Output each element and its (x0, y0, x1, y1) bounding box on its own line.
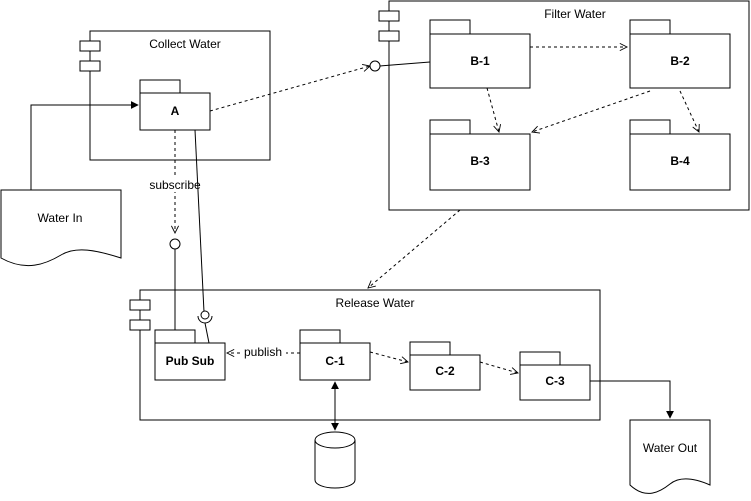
edge-a-to-pubsub-socket (194, 129, 205, 313)
component-collect-water-title: Collect Water (149, 37, 221, 51)
edge-a-to-b1-interface (209, 66, 370, 112)
component-filter-water-title: Filter Water (544, 7, 606, 21)
document-water-in-label: Water In (38, 211, 83, 225)
package-c2[interactable]: C-2 (409, 341, 481, 391)
package-b4[interactable]: B-4 (629, 119, 731, 191)
document-water-out[interactable]: Water Out (629, 419, 711, 494)
svg-text:Pub Sub: Pub Sub (166, 354, 215, 368)
edge-c3-to-water-out (590, 380, 674, 419)
package-b1[interactable]: B-1 (429, 19, 531, 89)
database-cylinder-icon[interactable] (314, 431, 356, 489)
edge-b2-to-b3 (532, 90, 651, 132)
document-water-in[interactable]: Water In (0, 189, 122, 266)
document-water-out-label: Water Out (643, 441, 698, 455)
svg-text:B-2: B-2 (670, 54, 690, 68)
svg-text:C-1: C-1 (325, 354, 345, 368)
edge-b1-to-b3 (486, 87, 499, 132)
svg-text:B-3: B-3 (470, 154, 490, 168)
edge-c1-to-c2 (369, 351, 408, 362)
package-b2[interactable]: B-2 (629, 19, 731, 89)
package-b3[interactable]: B-3 (429, 119, 531, 191)
svg-text:C-3: C-3 (545, 374, 565, 388)
edge-label-publish: publish (244, 345, 282, 359)
edge-water-in-to-a (30, 101, 139, 190)
edge-c2-to-c3 (479, 361, 518, 373)
edge-b1-interface-stick (379, 61, 431, 67)
svg-text:A: A (171, 104, 180, 118)
package-a[interactable]: A (139, 79, 211, 131)
edge-filter-to-release (368, 209, 461, 288)
interface-pubsub-ball-icon (200, 310, 210, 320)
edge-pubsub-socket-stick (204, 322, 210, 344)
edge-label-subscribe: subscribe (149, 178, 201, 192)
interface-b1-lollipop-icon (369, 60, 381, 72)
package-pub-sub[interactable]: Pub Sub (154, 329, 226, 381)
edge-b2-to-b4 (679, 90, 699, 132)
package-c3[interactable]: C-3 (519, 351, 591, 401)
interface-pubsub-lollipop-icon (169, 238, 181, 250)
package-c1[interactable]: C-1 (299, 329, 371, 381)
svg-text:C-2: C-2 (435, 364, 455, 378)
svg-text:B-1: B-1 (470, 54, 490, 68)
svg-text:B-4: B-4 (670, 154, 690, 168)
component-release-water-title: Release Water (336, 296, 415, 310)
